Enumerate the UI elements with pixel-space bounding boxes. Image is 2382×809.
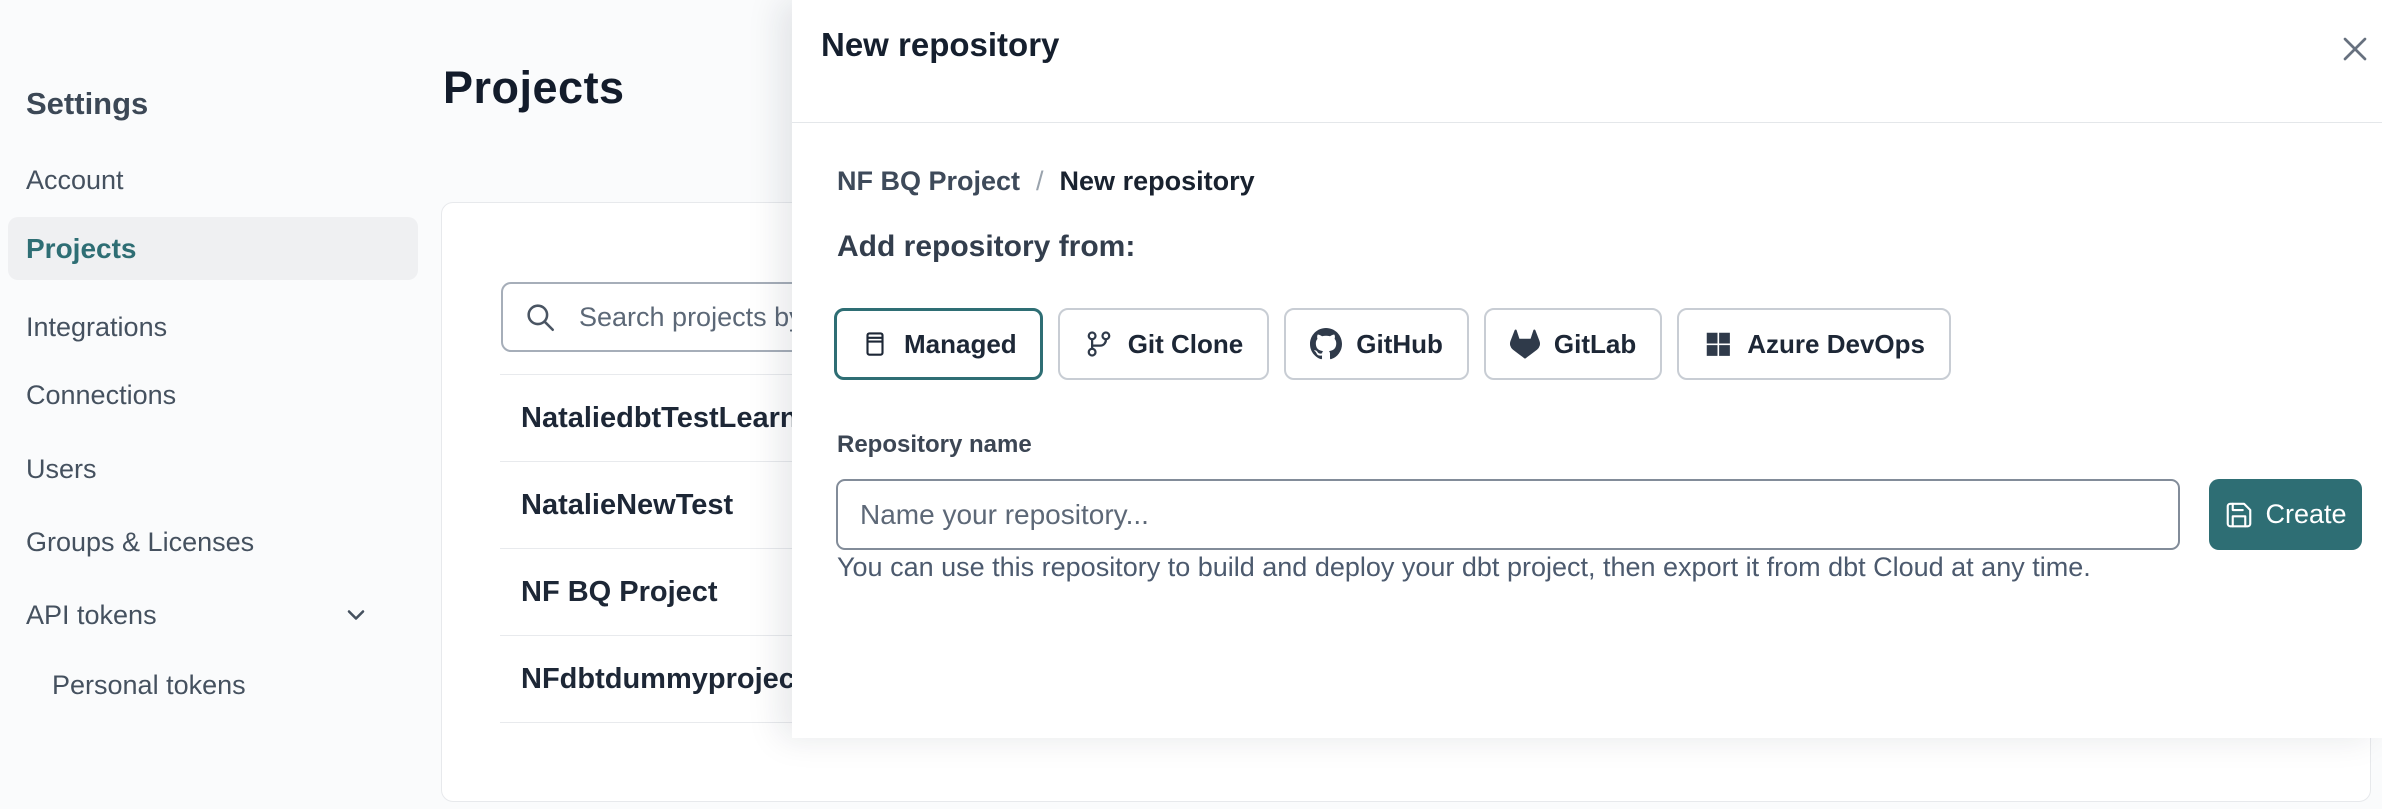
repository-name-input[interactable] <box>836 479 2180 550</box>
sidebar-item-users[interactable]: Users <box>26 453 97 484</box>
project-name: NFdbtdummyproject <box>521 662 805 695</box>
breadcrumb: NF BQ Project / New repository <box>837 166 1255 197</box>
repository-source-options: Managed Git Clone GitHub GitLab Azure De <box>834 308 1951 380</box>
settings-sidebar: Settings Account Projects Integrations C… <box>0 0 440 738</box>
source-option-github[interactable]: GitHub <box>1284 308 1469 380</box>
project-name: NataliedbtTestLearn T <box>521 401 824 434</box>
source-option-git-clone[interactable]: Git Clone <box>1057 308 1270 380</box>
modal-header: New repository <box>792 0 2382 123</box>
azure-devops-icon <box>1703 329 1733 359</box>
search-icon <box>523 300 579 334</box>
source-option-azure-devops[interactable]: Azure DevOps <box>1677 308 1951 380</box>
project-name: NatalieNewTest <box>521 488 734 521</box>
github-icon <box>1310 328 1343 360</box>
sidebar-item-groups-licenses[interactable]: Groups & Licenses <box>26 526 255 557</box>
sidebar-item-api-tokens[interactable]: API tokens <box>26 595 416 635</box>
chevron-down-icon <box>342 601 370 629</box>
breadcrumb-current: New repository <box>1059 166 1255 196</box>
section-heading: Add repository from: <box>837 230 1136 263</box>
managed-repo-icon <box>860 329 890 359</box>
new-repository-modal: New repository NF BQ Project / New repos… <box>792 0 2382 738</box>
repository-name-label: Repository name <box>837 431 1032 458</box>
sidebar-title: Settings <box>26 86 149 121</box>
save-icon <box>2224 500 2254 530</box>
sidebar-item-personal-tokens[interactable]: Personal tokens <box>52 669 246 700</box>
sidebar-item-connections[interactable]: Connections <box>26 379 177 410</box>
page-title: Projects <box>443 62 625 113</box>
breadcrumb-separator: / <box>1036 166 1044 196</box>
git-branch-icon <box>1084 329 1114 359</box>
close-button[interactable] <box>2332 26 2378 72</box>
helper-text: You can use this repository to build and… <box>837 552 2091 582</box>
gitlab-icon <box>1509 329 1540 359</box>
source-option-gitlab[interactable]: GitLab <box>1483 308 1663 380</box>
modal-title: New repository <box>821 26 1060 63</box>
source-option-managed[interactable]: Managed <box>834 308 1043 380</box>
create-button[interactable]: Create <box>2209 479 2362 550</box>
sidebar-item-projects[interactable]: Projects <box>8 217 418 280</box>
project-name: NF BQ Project <box>521 575 718 608</box>
sidebar-item-account[interactable]: Account <box>26 164 124 195</box>
sidebar-item-integrations[interactable]: Integrations <box>26 311 168 342</box>
close-icon <box>2335 29 2375 69</box>
breadcrumb-parent-link[interactable]: NF BQ Project <box>837 166 1021 196</box>
